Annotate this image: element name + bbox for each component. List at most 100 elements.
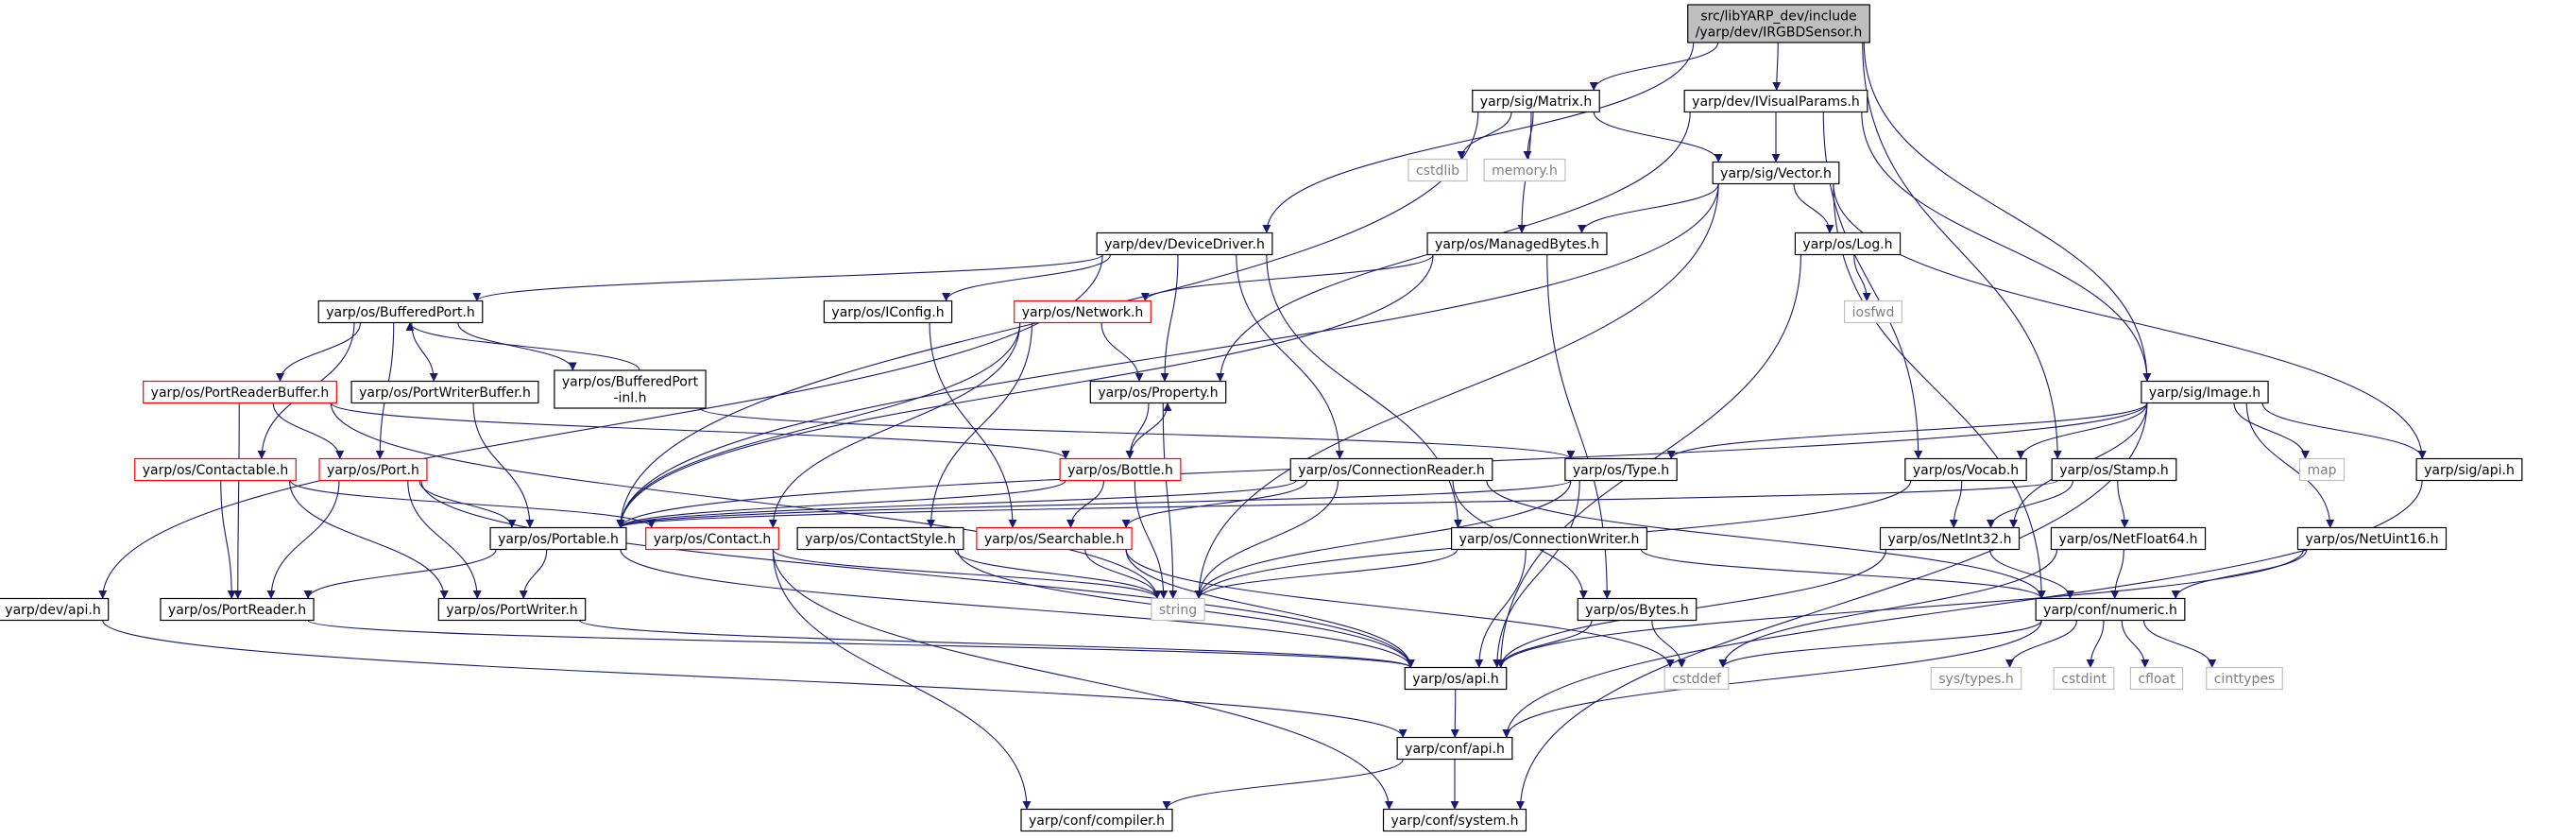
node-vector[interactable]: yarp/sig/Vector.h <box>1712 161 1840 185</box>
node-prb[interactable]: yarp/os/PortReaderBuffer.h <box>143 380 337 404</box>
node-confapi[interactable]: yarp/conf/api.h <box>1396 736 1513 761</box>
node-box <box>1577 597 1697 622</box>
node-map: map <box>2298 457 2346 482</box>
node-label: memory.h <box>1492 163 1558 179</box>
node-pwriter[interactable]: yarp/os/PortWriter.h <box>437 597 587 622</box>
node-property[interactable]: yarp/os/Property.h <box>1089 380 1227 404</box>
edge-confapi-to-compiler <box>1162 759 1404 810</box>
node-box <box>1404 666 1508 691</box>
node-image[interactable]: yarp/sig/Image.h <box>2141 380 2269 404</box>
node-devapi[interactable]: yarp/dev/api.h <box>0 597 110 622</box>
edge-prb-to-bottle <box>330 402 1070 459</box>
node-bytes[interactable]: yarp/os/Bytes.h <box>1577 597 1697 622</box>
node-cinttypes: cinttypes <box>2206 666 2283 691</box>
node-searchable[interactable]: yarp/os/Searchable.h <box>976 526 1133 551</box>
node-cstddef: cstddef <box>1663 666 1730 691</box>
node-connwriter[interactable]: yarp/os/ConnectionWriter.h <box>1451 526 1647 551</box>
node-box <box>1096 231 1273 256</box>
edge-contactable-to-pwriter <box>288 480 449 599</box>
node-managed[interactable]: yarp/os/ManagedBytes.h <box>1426 231 1608 256</box>
node-matrix[interactable]: yarp/sig/Matrix.h <box>1472 89 1600 113</box>
node-bottle[interactable]: yarp/os/Bottle.h <box>1059 457 1182 482</box>
node-bpinl[interactable]: yarp/os/BufferedPort-inl.h <box>554 369 707 409</box>
edge-searchable-to-string <box>1084 549 1162 599</box>
node-connreader[interactable]: yarp/os/ConnectionReader.h <box>1289 457 1493 482</box>
node-box <box>2050 526 2207 551</box>
node-contact[interactable]: yarp/os/Contact.h <box>645 526 779 551</box>
edge-prb-to-preader <box>233 402 243 599</box>
node-box <box>823 300 953 324</box>
edge-connreader-to-portable <box>616 480 1297 528</box>
node-label: yarp/dev/DeviceDriver.h <box>1104 237 1265 252</box>
node-numeric[interactable]: yarp/conf/numeric.h <box>2035 597 2186 622</box>
edge-vector-to-log <box>1793 183 1834 233</box>
node-vocab[interactable]: yarp/os/Vocab.h <box>1904 457 2027 482</box>
node-label: yarp/os/BufferedPort.h <box>326 305 475 320</box>
node-netuint16[interactable]: yarp/os/NetUint16.h <box>2296 526 2448 551</box>
edge-port-to-pwriter <box>407 480 482 599</box>
node-box <box>2298 457 2346 482</box>
edge-bytes-to-osapi <box>1496 620 1593 668</box>
node-sigapi[interactable]: yarp/sig/api.h <box>2415 457 2523 482</box>
node-label: yarp/os/Searchable.h <box>984 532 1124 547</box>
edge-portable-to-preader <box>303 549 497 599</box>
node-box <box>143 380 337 404</box>
edge-vector-to-string <box>1194 183 1719 599</box>
node-system[interactable]: yarp/conf/system.h <box>1382 808 1527 832</box>
node-label: yarp/os/IConfig.h <box>831 305 944 320</box>
node-ivisual[interactable]: yarp/dev/IVisualParams.h <box>1683 89 1868 113</box>
edge-type-to-osapi <box>1493 480 1580 668</box>
node-netint32[interactable]: yarp/os/NetInt32.h <box>1879 526 2021 551</box>
node-memory: memory.h <box>1483 158 1566 182</box>
node-stamp[interactable]: yarp/os/Stamp.h <box>2051 457 2177 482</box>
node-devdriver[interactable]: yarp/dev/DeviceDriver.h <box>1096 231 1273 256</box>
node-netfloat64[interactable]: yarp/os/NetFloat64.h <box>2050 526 2207 551</box>
edge-vector-to-portable <box>616 183 1719 528</box>
node-label: yarp/sig/api.h <box>2424 463 2515 478</box>
edge-numeric-to-cstddef <box>1718 620 2042 668</box>
edge-netfloat64-to-numeric <box>2110 549 2124 599</box>
edge-bpinl-to-bufport <box>405 322 640 371</box>
edge-searchable-to-osapi <box>1125 549 1415 668</box>
node-bufport[interactable]: yarp/os/BufferedPort.h <box>317 300 484 324</box>
node-box <box>1382 808 1527 832</box>
node-box <box>437 597 587 622</box>
node-box <box>1407 158 1468 182</box>
node-box <box>317 300 484 324</box>
edge-vocab-to-netint32 <box>1949 480 1963 528</box>
node-contactable[interactable]: yarp/os/Contactable.h <box>134 457 297 482</box>
node-box <box>1426 231 1608 256</box>
node-iconfig[interactable]: yarp/os/IConfig.h <box>823 300 953 324</box>
edge-image-to-vocab <box>2016 402 2148 459</box>
edge-vector-to-managed <box>1578 183 1719 233</box>
node-box <box>1289 457 1493 482</box>
node-cstyle[interactable]: yarp/os/ContactStyle.h <box>796 526 964 551</box>
node-osapi[interactable]: yarp/os/api.h <box>1404 666 1508 691</box>
node-cfloat: cfloat <box>2129 666 2184 691</box>
node-preader[interactable]: yarp/os/PortReader.h <box>160 597 315 622</box>
edge-numeric-to-systypes <box>2005 620 2078 668</box>
node-label: yarp/os/api.h <box>1412 672 1498 687</box>
edge-preader-to-osapi <box>307 620 1415 668</box>
edge-contactable-to-contact <box>289 480 657 528</box>
node-label: cstddef <box>1672 672 1722 687</box>
node-compiler[interactable]: yarp/conf/compiler.h <box>1020 808 1173 832</box>
node-label: yarp/dev/IVisualParams.h <box>1692 94 1860 110</box>
node-root[interactable]: src/libYARP_dev/include/yarp/dev/IRGBDSe… <box>1687 4 1870 43</box>
node-iosfwd: iosfwd <box>1844 300 1902 324</box>
node-network[interactable]: yarp/os/Network.h <box>1014 300 1152 324</box>
edge-stamp-to-netint32 <box>1987 480 2074 528</box>
node-log[interactable]: yarp/os/Log.h <box>1794 231 1902 256</box>
node-type[interactable]: yarp/os/Type.h <box>1564 457 1678 482</box>
edge-connwriter-to-osapi <box>1475 549 1527 668</box>
edge-property-to-string <box>1162 402 1178 599</box>
node-box <box>796 526 964 551</box>
node-box <box>1151 597 1205 622</box>
node-box <box>318 457 428 482</box>
node-pwb[interactable]: yarp/os/PortWriterBuffer.h <box>350 380 539 404</box>
node-portable[interactable]: yarp/os/Portable.h <box>489 526 627 551</box>
node-port[interactable]: yarp/os/Port.h <box>318 457 428 482</box>
node-label: yarp/os/Network.h <box>1022 305 1144 320</box>
edge-type-to-portable <box>616 480 1572 528</box>
